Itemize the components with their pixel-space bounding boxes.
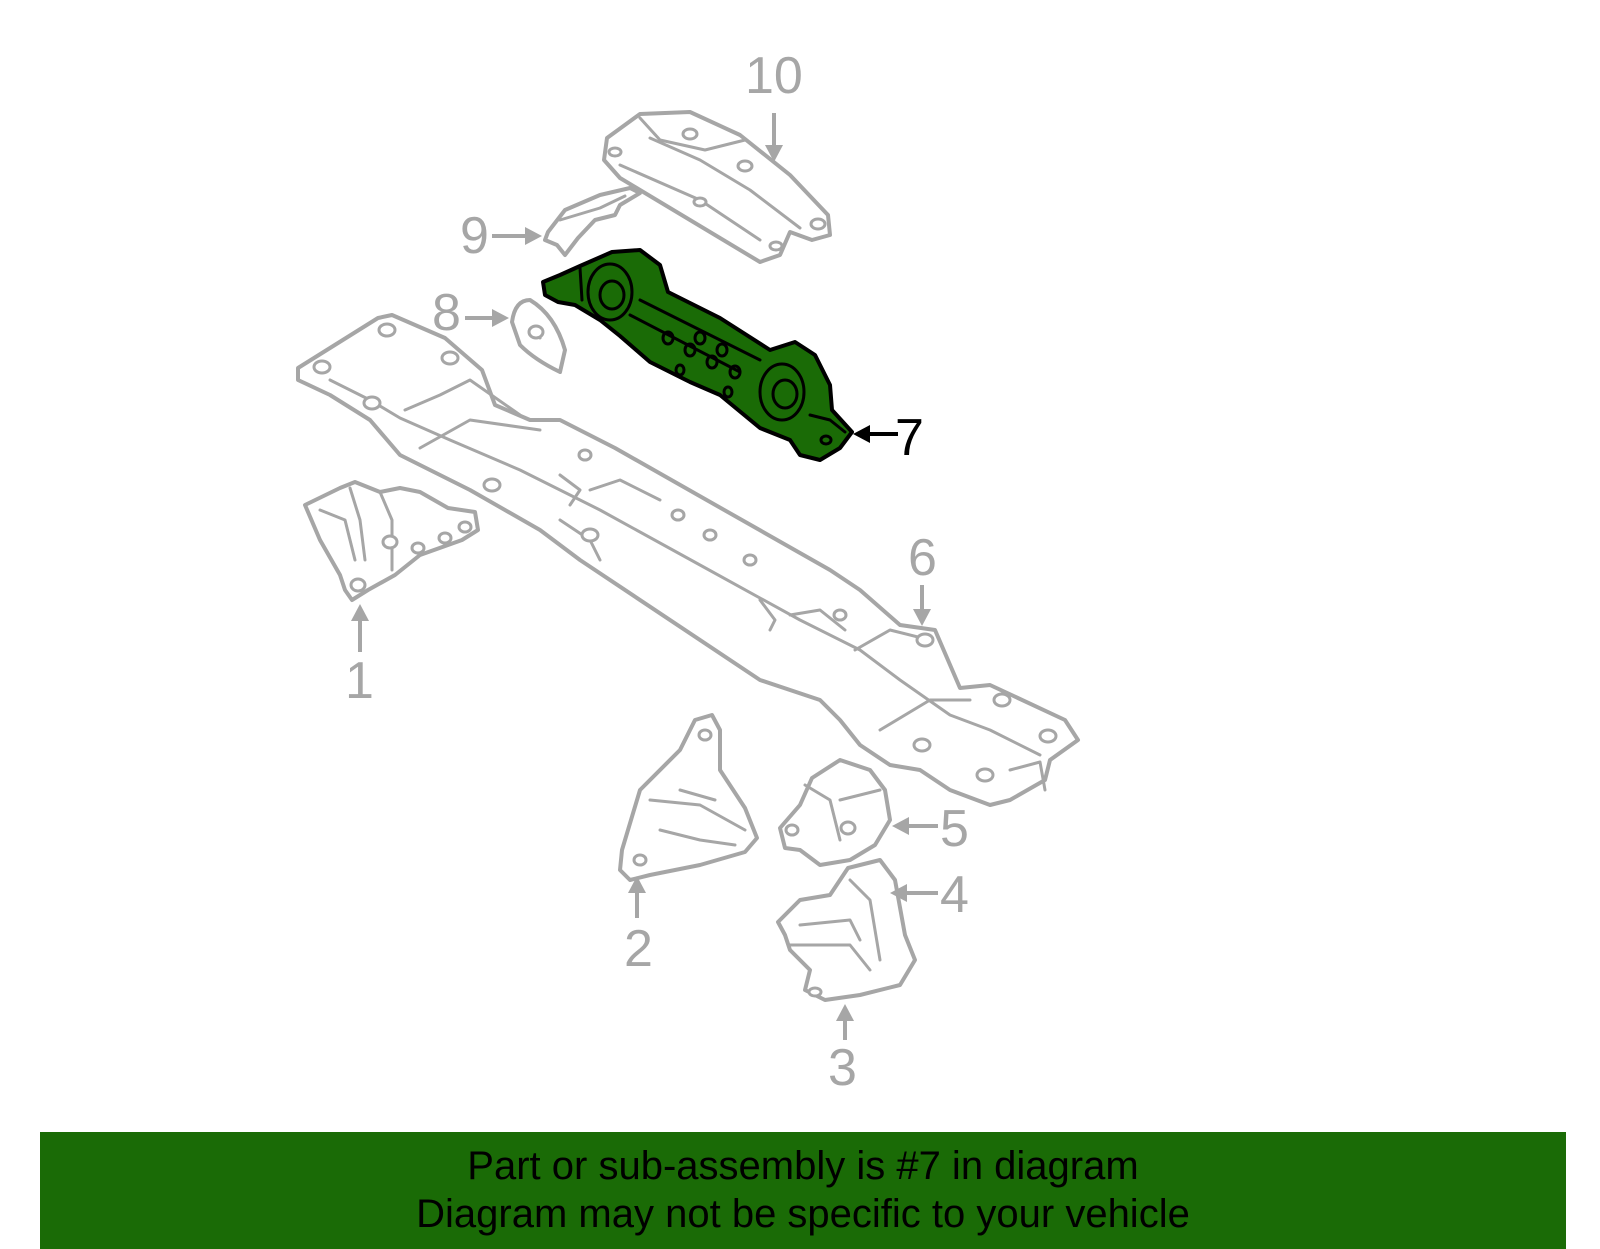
callout-5: 5 xyxy=(892,800,969,858)
part-2-bracket[interactable] xyxy=(618,713,759,882)
callout-2: 2 xyxy=(624,876,653,978)
banner-line-1: Part or sub-assembly is #7 in diagram xyxy=(467,1144,1139,1188)
callout-1: 1 xyxy=(345,604,374,710)
callout-3-number: 3 xyxy=(828,1039,857,1097)
callout-3: 3 xyxy=(828,1004,857,1097)
part-3-mount[interactable] xyxy=(776,858,917,1002)
banner-line-2: Diagram may not be specific to your vehi… xyxy=(416,1192,1190,1236)
callout-9-number: 9 xyxy=(460,207,489,265)
callout-6-number: 6 xyxy=(908,529,937,587)
callout-8: 8 xyxy=(432,284,509,342)
part-5-mount[interactable] xyxy=(778,758,892,867)
callout-10-number: 10 xyxy=(745,47,803,105)
part-1-mount[interactable] xyxy=(303,480,480,602)
part-7-body xyxy=(541,248,854,462)
callout-8-number: 8 xyxy=(432,284,461,342)
callout-6: 6 xyxy=(908,529,937,626)
callout-4: 4 xyxy=(890,866,969,924)
part-7-insulator[interactable] xyxy=(541,248,854,462)
callout-7: 7 xyxy=(853,409,924,467)
callout-1-number: 1 xyxy=(345,652,374,710)
part-8-washer[interactable] xyxy=(510,298,567,374)
callout-5-number: 5 xyxy=(940,800,969,858)
part-10-bracket[interactable] xyxy=(602,110,832,264)
callout-2-number: 2 xyxy=(624,920,653,978)
callout-10: 10 xyxy=(745,47,803,162)
part-9-bracket[interactable] xyxy=(543,186,642,257)
callout-7-number: 7 xyxy=(895,409,924,467)
part-6-crossmember[interactable] xyxy=(296,313,1080,807)
callout-4-number: 4 xyxy=(940,866,969,924)
callout-9: 9 xyxy=(460,207,542,265)
info-banner: Part or sub-assembly is #7 in diagram Di… xyxy=(40,1132,1566,1249)
